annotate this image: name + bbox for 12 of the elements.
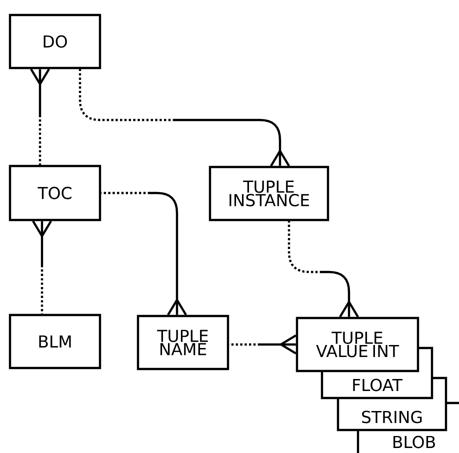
- entity-box: TUPLE NAME: [136, 314, 230, 370]
- relationship-line: [288, 221, 360, 318]
- relationship-line: [229, 334, 297, 355]
- entity-box: TUPLE VALUE INT: [296, 316, 420, 372]
- entity-box: DO: [8, 14, 102, 70]
- entity-box: TUPLE INSTANCE: [208, 166, 330, 222]
- relationship-line: [30, 68, 50, 165]
- relationship-line: [101, 192, 188, 316]
- entity-box: BLM: [8, 314, 102, 370]
- entity-box: TOC: [8, 164, 102, 222]
- relationship-line: [78, 69, 290, 167]
- relationship-line: [32, 220, 52, 314]
